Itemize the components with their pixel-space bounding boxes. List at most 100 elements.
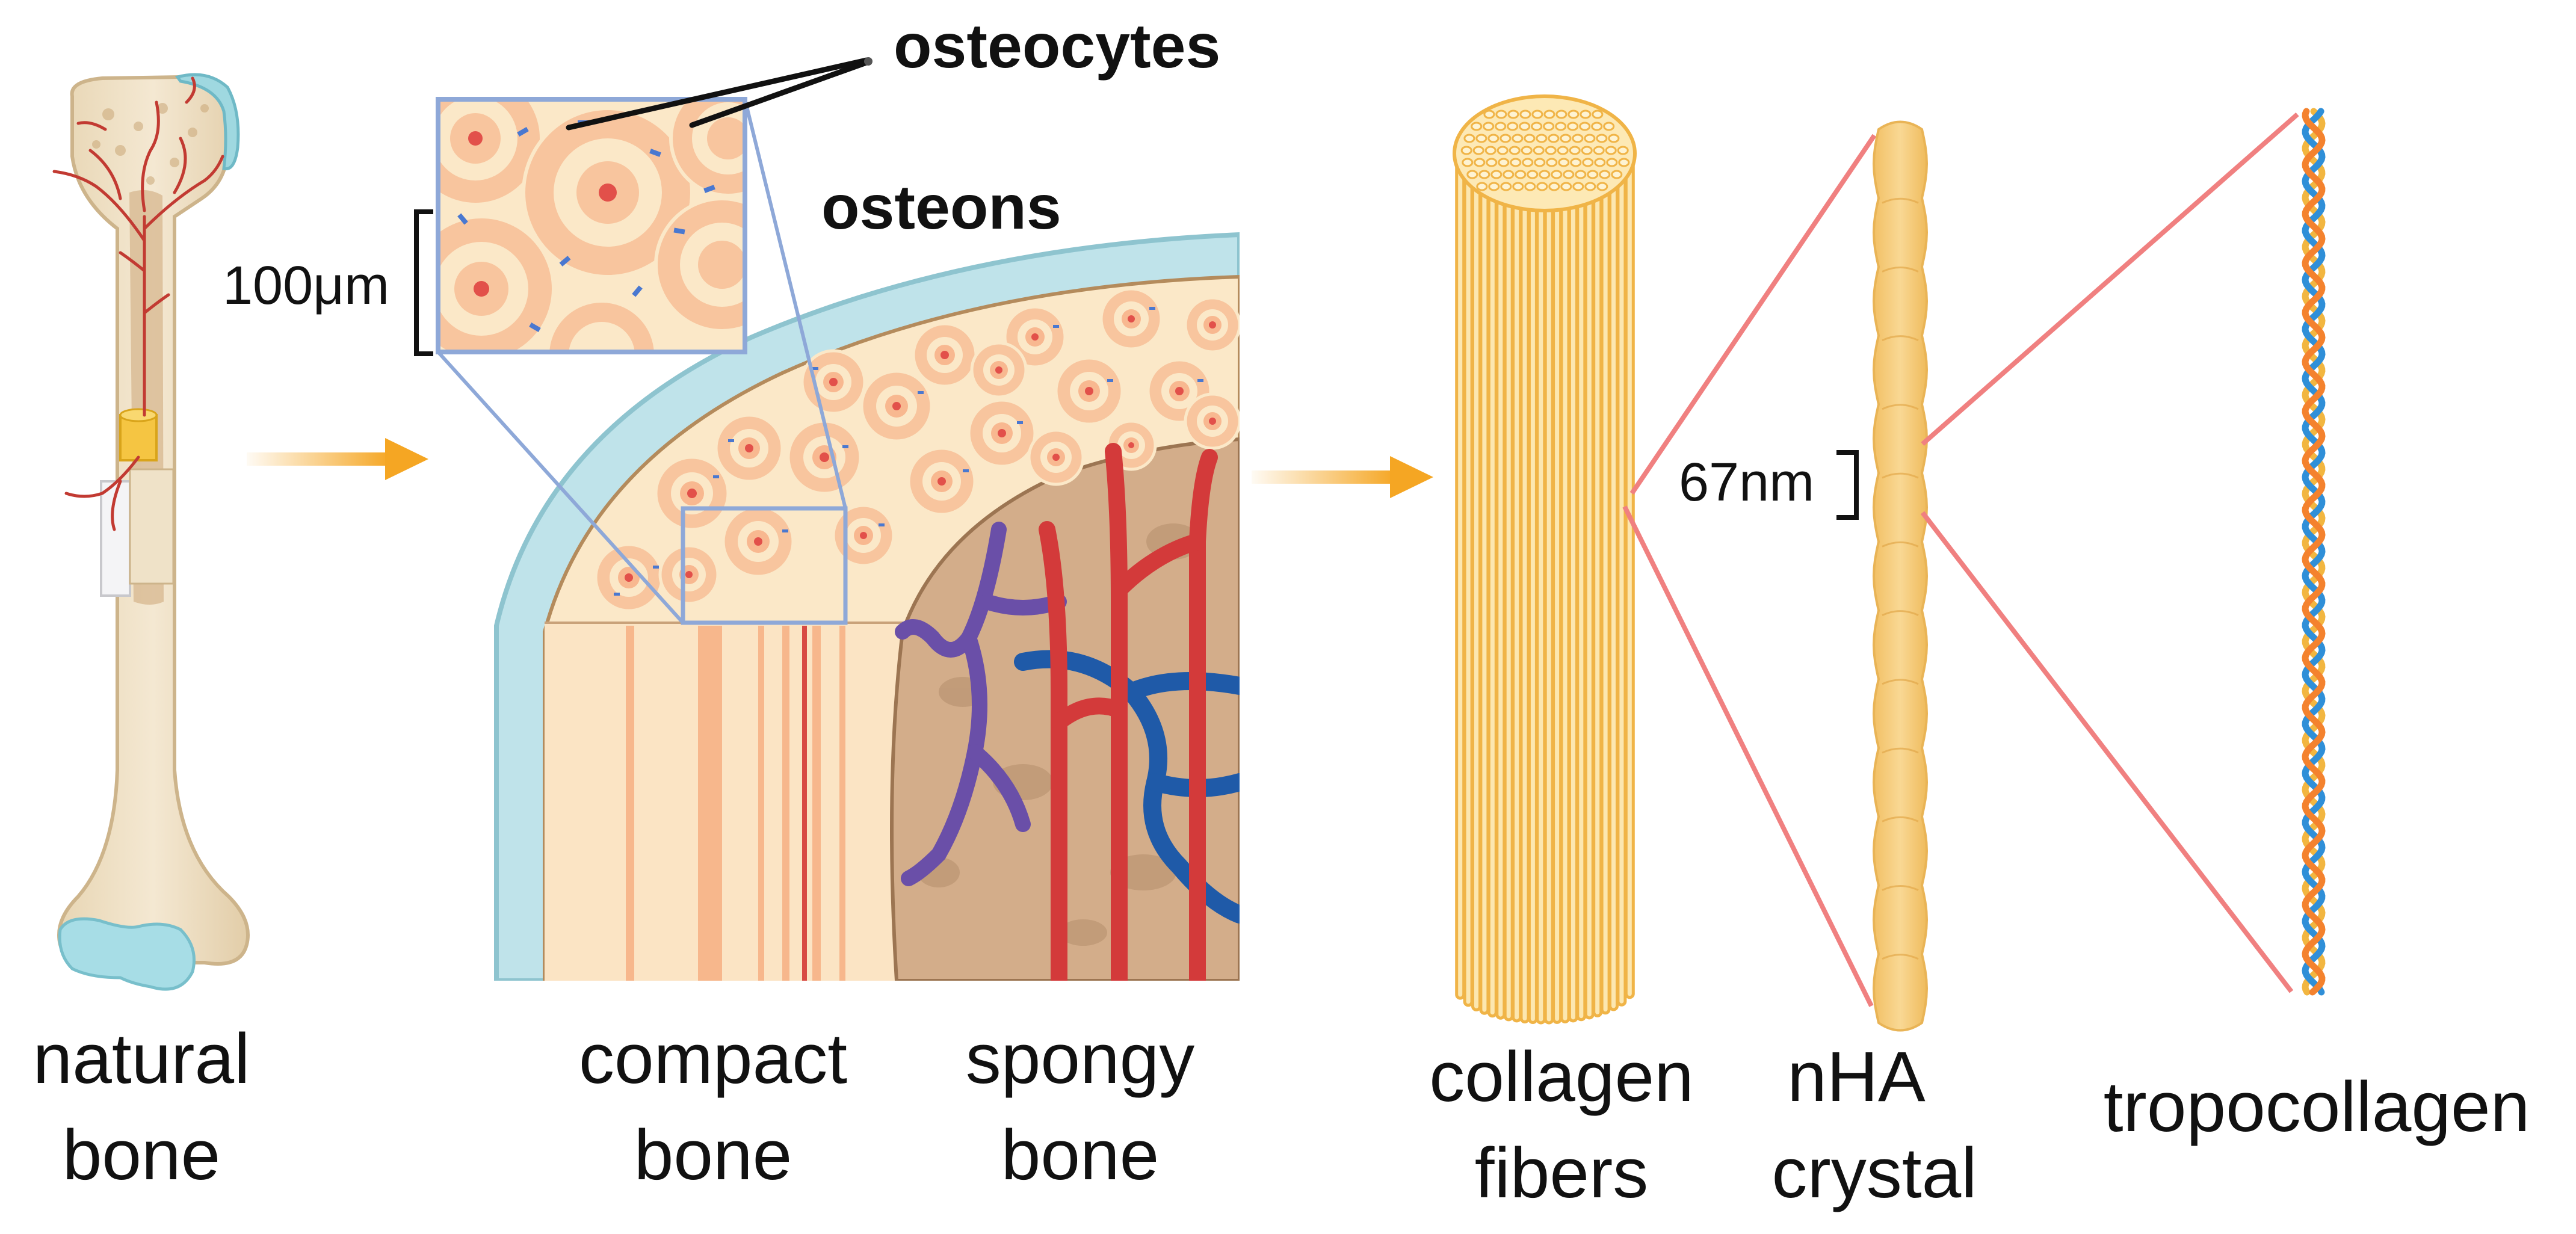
crystal-seam <box>1882 541 1919 548</box>
inset-connector-lines <box>436 99 847 625</box>
scale-label-67nm: 67nm <box>1679 452 1814 513</box>
tropocollagen-triple-helix <box>2302 108 2326 996</box>
fibril-end <box>1568 110 1580 119</box>
fibril-end <box>1500 134 1512 143</box>
fibril-end <box>1495 110 1507 119</box>
fibril-end <box>1575 170 1587 179</box>
natural-bone-label-line1: natural <box>33 1019 250 1099</box>
crystal-seam <box>1882 885 1919 891</box>
compact-bone-label-line1: compact <box>579 1019 847 1099</box>
natural-bone-label-line2: bone <box>63 1115 221 1195</box>
fibril-end <box>1548 182 1560 191</box>
fibril-end <box>1474 158 1486 167</box>
crystal-seam <box>1882 472 1919 479</box>
fibril-end <box>1534 158 1546 167</box>
fibril-end <box>1545 146 1557 155</box>
osteocytes-label: osteocytes <box>894 11 1220 81</box>
fibril-end <box>1475 134 1487 143</box>
fibril-end <box>1495 122 1507 131</box>
fibril-end <box>1594 158 1606 167</box>
collagen-fibril <box>1552 168 1563 1024</box>
fibril-end <box>1533 146 1545 155</box>
crystal-seam <box>1882 267 1919 273</box>
crystal-seam <box>1882 610 1919 616</box>
fibril-end <box>1579 122 1591 131</box>
fibril-end <box>1606 158 1618 167</box>
crystal-seam <box>1882 679 1919 685</box>
fibril-end <box>1524 182 1536 191</box>
collagen-fibril <box>1495 166 1506 1020</box>
fibril-end <box>1570 158 1582 167</box>
collagen-fibril <box>1463 160 1474 1007</box>
fibril-end <box>1563 170 1575 179</box>
fibril-end <box>1487 134 1500 143</box>
fibril-end <box>1584 182 1596 191</box>
fibril-end <box>1618 158 1630 167</box>
collagen-fibril <box>1592 165 1603 1017</box>
zoom-lines-nha-tropocollagen <box>1920 112 2299 993</box>
crystal-seam <box>1882 197 1919 204</box>
fibril-end <box>1572 182 1584 191</box>
collagen-fibers-label-line2: fibers <box>1475 1134 1649 1213</box>
fibril-end <box>1592 110 1604 119</box>
scale-bracket-67nm <box>1836 450 1859 520</box>
collagen-fibril <box>1455 157 1466 1000</box>
arrow-section-to-collagen <box>1252 456 1433 498</box>
fibril-end <box>1507 122 1519 131</box>
fibril-end <box>1596 134 1608 143</box>
collagen-fibril <box>1568 167 1578 1023</box>
osteon-inset <box>436 97 747 354</box>
collagen-fibril <box>1560 167 1571 1023</box>
fibril-end <box>1509 146 1521 155</box>
fibril-end <box>1519 122 1531 131</box>
collagen-fibril <box>1471 162 1481 1011</box>
osteocytes-pointer <box>566 57 873 131</box>
collagen-fibril <box>1576 167 1587 1022</box>
fibril-end <box>1522 158 1534 167</box>
fibril-end <box>1567 122 1579 131</box>
fibril-end <box>1507 110 1519 119</box>
fibril-end <box>1587 170 1599 179</box>
compact-bone-label-line2: bone <box>634 1115 792 1195</box>
collagen-fiber-bundle <box>1453 94 1637 1025</box>
fibril-end <box>1500 182 1512 191</box>
fibril-end <box>1512 134 1524 143</box>
fibril-end <box>1536 182 1548 191</box>
fibril-end <box>1603 122 1615 131</box>
fibril-end <box>1555 110 1568 119</box>
fibril-end <box>1484 146 1496 155</box>
collagen-fibril <box>1487 165 1498 1018</box>
crystal-seam <box>1882 404 1919 410</box>
collagen-fibril <box>1503 167 1514 1022</box>
fibril-end <box>1596 182 1608 191</box>
natural-bone-illustration <box>52 73 250 991</box>
crystal-seam <box>1882 954 1919 960</box>
fibril-end <box>1569 146 1581 155</box>
fibril-end <box>1584 134 1596 143</box>
osteons-label: osteons <box>821 173 1061 242</box>
fibril-end <box>1558 158 1570 167</box>
fibril-end <box>1531 122 1543 131</box>
spongy-bone-label-line2: bone <box>1001 1115 1160 1195</box>
scale-label-100um: 100μm <box>223 256 389 316</box>
collagen-fibril <box>1527 168 1538 1024</box>
fibril-end <box>1557 146 1569 155</box>
fibril-end <box>1460 146 1472 155</box>
fibril-end <box>1472 146 1484 155</box>
fibril-end <box>1471 122 1483 131</box>
collagen-fibril <box>1600 164 1611 1015</box>
nha-crystal <box>1872 120 1929 1032</box>
fibril-end <box>1490 170 1503 179</box>
fibril-end <box>1462 158 1474 167</box>
fibril-end <box>1524 134 1536 143</box>
fibril-end <box>1605 146 1617 155</box>
fibril-end <box>1539 170 1551 179</box>
zoom-lines-collagen-nha <box>1622 134 1877 1007</box>
spongy-bone-label-line1: spongy <box>966 1019 1195 1099</box>
fibril-end <box>1488 182 1500 191</box>
fibril-end <box>1531 110 1543 119</box>
fibril-end <box>1527 170 1539 179</box>
collagen-fibril <box>1616 160 1627 1007</box>
arrow-bone-to-section <box>247 438 428 480</box>
fibril-end <box>1591 122 1603 131</box>
